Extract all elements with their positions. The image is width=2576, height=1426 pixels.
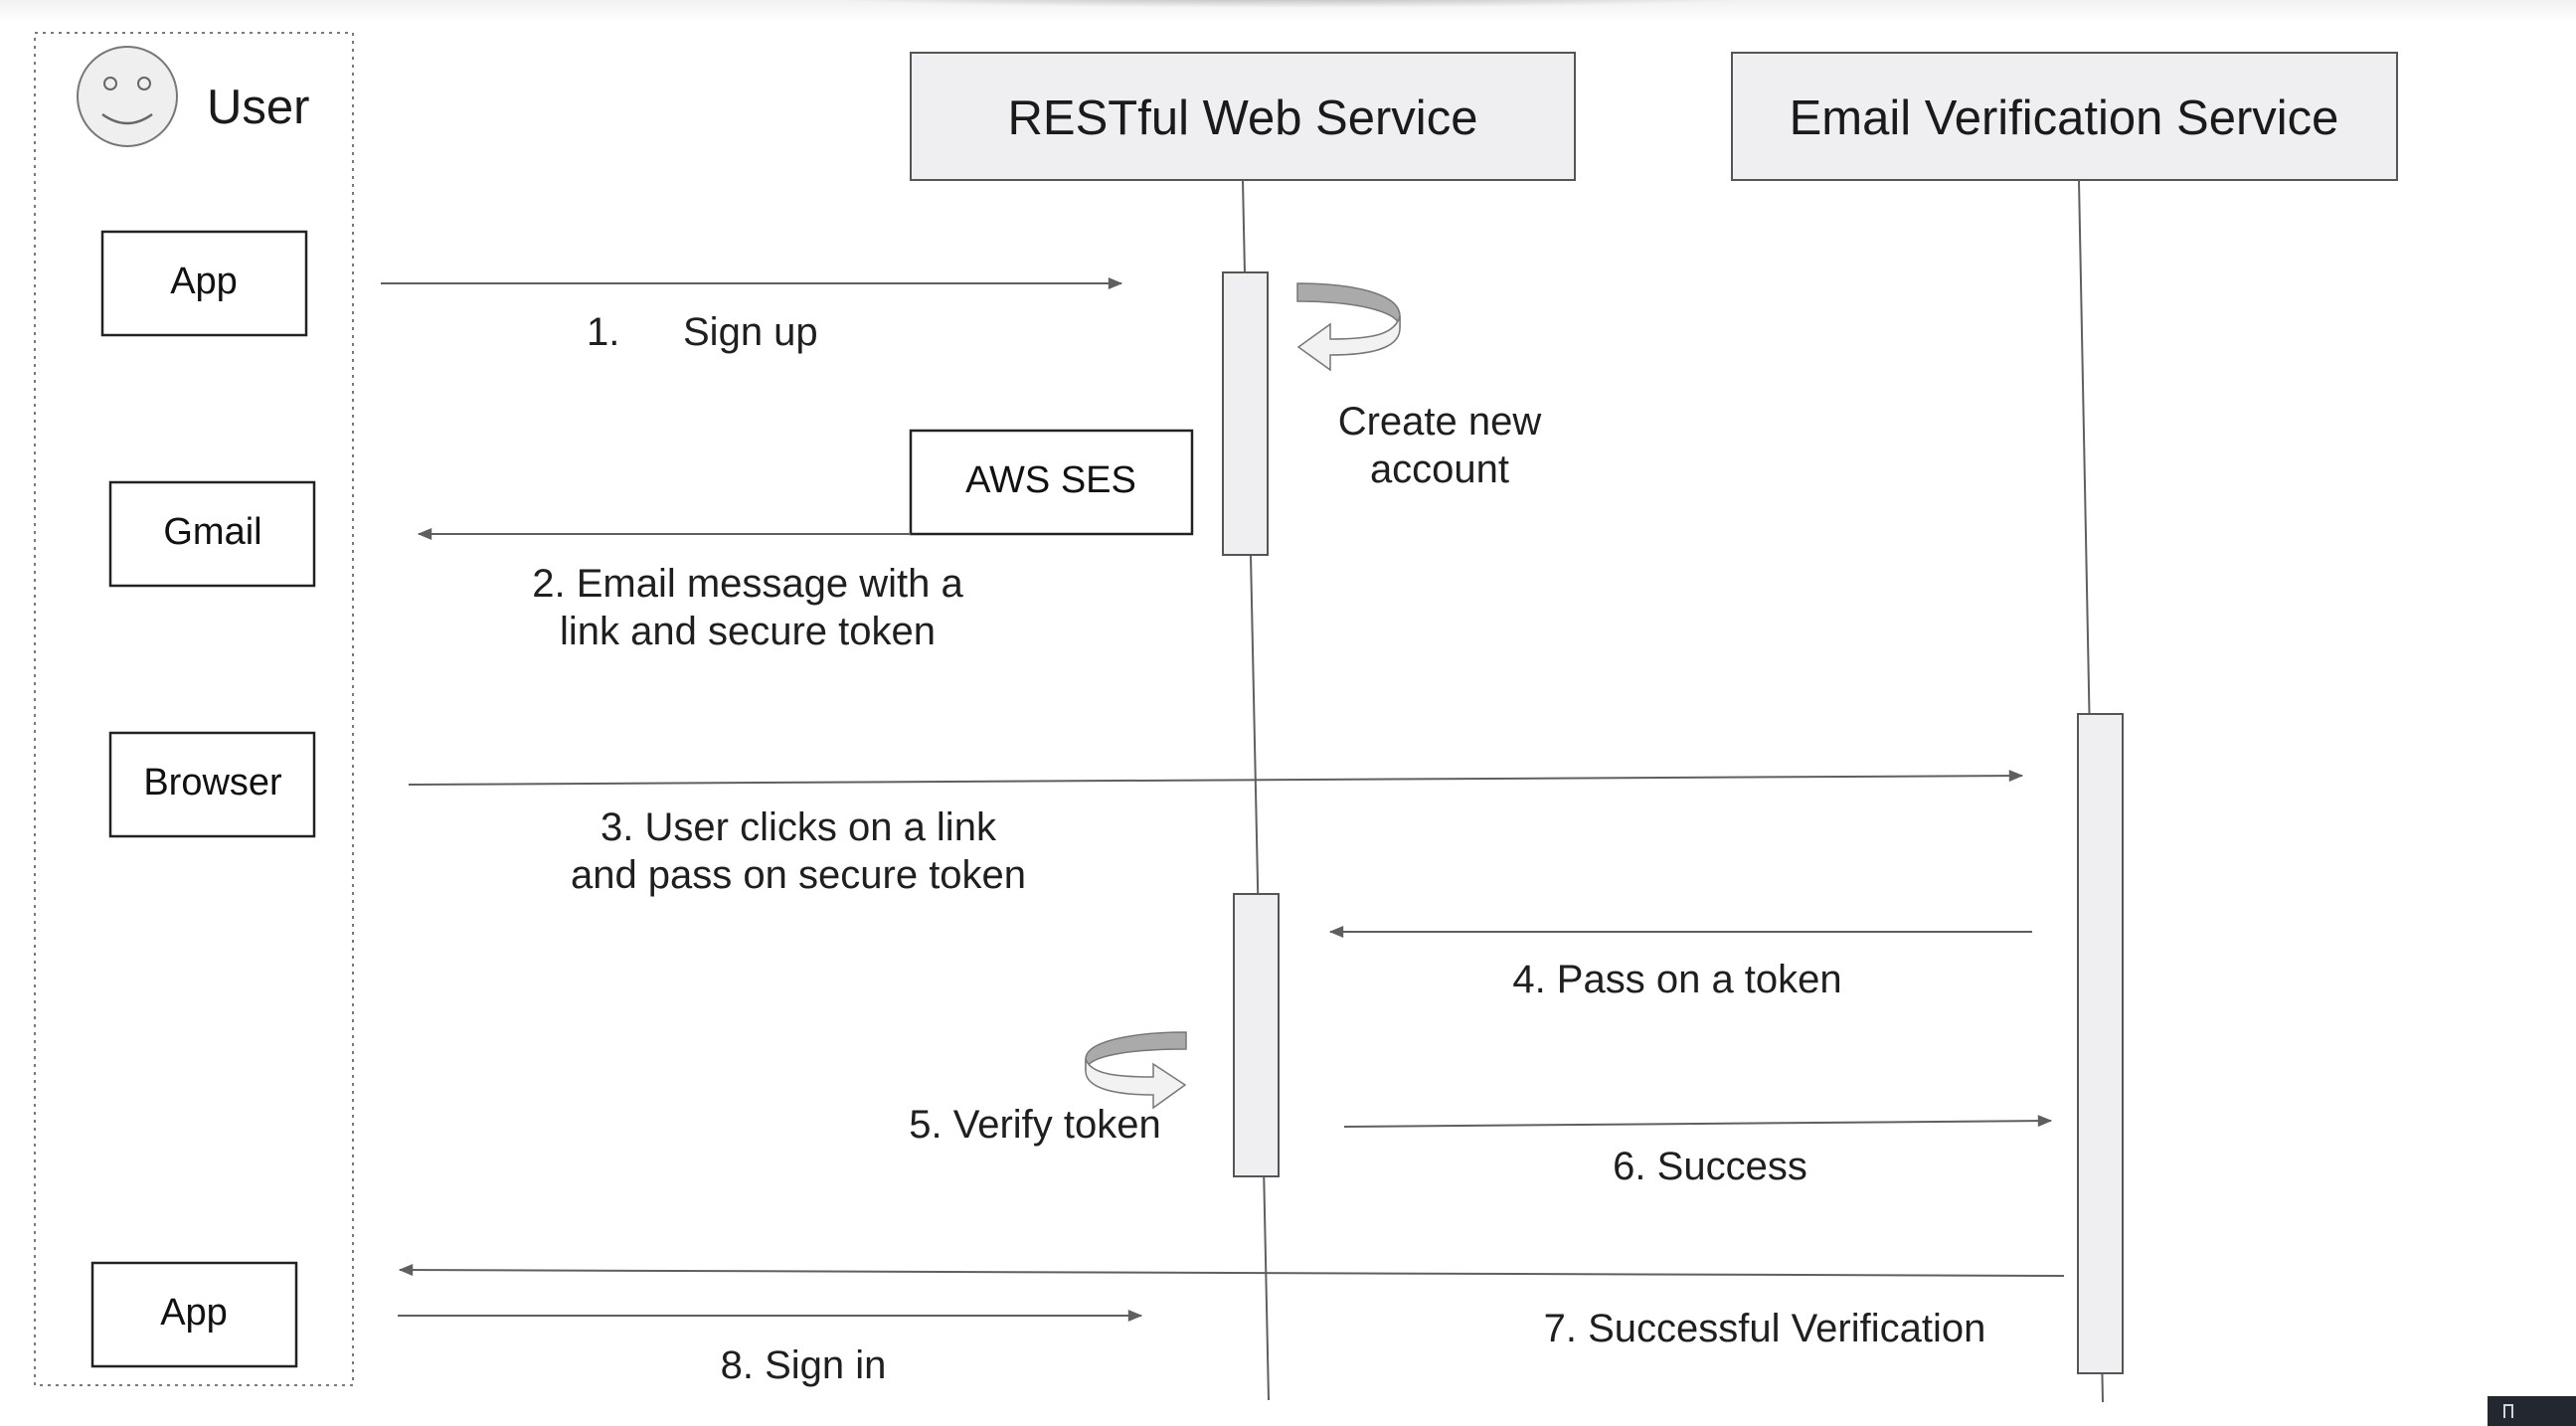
window-top-shadow <box>0 0 2576 22</box>
activation-restful-2 <box>1233 893 1280 1177</box>
message-5-label: 5. Verify token <box>909 1103 1160 1147</box>
user-frame <box>34 32 354 1386</box>
aws-ses-box <box>909 429 1194 536</box>
gmail-box <box>108 480 316 588</box>
activation-restful-1 <box>1222 271 1269 556</box>
browser-box-label: Browser <box>143 762 282 803</box>
arrow-6-success <box>1343 1115 2053 1128</box>
participant-restful-label: RESTful Web Service <box>1008 91 1478 145</box>
message-8-label: 8. Sign in <box>721 1343 887 1387</box>
participant-restful-web-service <box>910 52 1576 181</box>
activation-email-verification <box>2077 713 2124 1374</box>
message-3-label-line2: and pass on secure token <box>571 853 1026 897</box>
message-6-label: 6. Success <box>1613 1145 1807 1188</box>
message-2-label-line1: 2. Email message with a <box>532 562 963 606</box>
corner-toolbar-widget[interactable] <box>2488 1396 2576 1426</box>
user-avatar-icon <box>77 46 178 147</box>
aws-ses-label: AWS SES <box>965 459 1136 501</box>
page-icon <box>2503 1404 2513 1418</box>
self-call-1-label-line1: Create new <box>1338 400 1542 444</box>
message-7-label: 7. Successful Verification <box>1544 1307 1986 1350</box>
message-1-label: Sign up <box>683 310 818 354</box>
gmail-box-label: Gmail <box>163 511 261 553</box>
browser-box <box>108 731 316 838</box>
message-3-label-line1: 3. User clicks on a link <box>601 805 997 849</box>
participant-email-verification-service <box>1731 52 2398 181</box>
app-box-top-label: App <box>170 261 238 302</box>
message-4-label: 4. Pass on a token <box>1512 958 1841 1001</box>
self-call-arrow-create-account-icon <box>1296 282 1401 372</box>
app-box-top <box>100 230 308 337</box>
app-box-bottom <box>90 1261 298 1368</box>
arrow-7-successful-verification <box>398 1264 2065 1277</box>
actor-label: User <box>207 81 309 134</box>
message-2-label-line2: link and secure token <box>560 610 936 653</box>
self-call-arrow-verify-token-icon <box>1085 1031 1187 1110</box>
participant-email-label: Email Verification Service <box>1790 91 2339 145</box>
message-1-number: 1. <box>587 310 619 354</box>
self-call-1-label-line2: account <box>1370 447 1509 491</box>
app-box-bottom-label: App <box>160 1292 228 1334</box>
window-top-shadow-dark <box>775 0 1800 8</box>
arrow-3-user-clicks-link <box>408 770 2024 786</box>
